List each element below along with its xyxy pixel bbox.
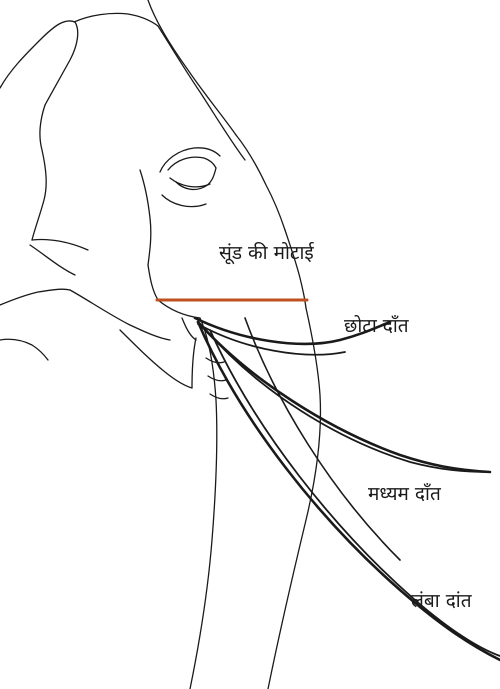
long-tusk-label: लंबा दांत: [411, 592, 472, 611]
short-tusk-label: छोटा दाँत: [344, 317, 409, 336]
elephant-head-outline: [0, 0, 320, 689]
medium-tusk-label: मध्यम दाँत: [368, 485, 441, 504]
medium-tusk: [198, 322, 490, 472]
trunk-thickness-label: सूंड की मोटाई: [219, 244, 314, 263]
